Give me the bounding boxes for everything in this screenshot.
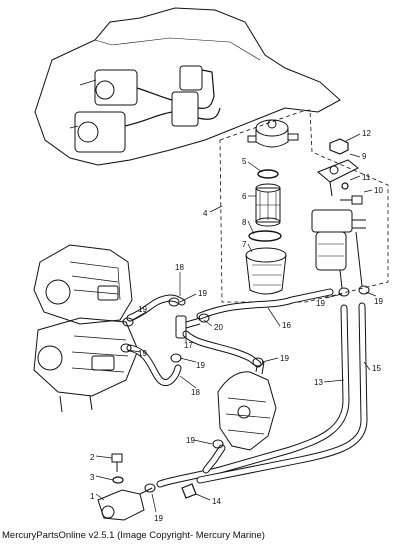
callout-1: 1 <box>90 492 95 501</box>
callout-19a: 19 <box>198 289 207 298</box>
t-fitting-17 <box>175 315 201 339</box>
o-ring-5 <box>257 169 279 179</box>
filter-bowl <box>245 247 287 295</box>
screw-2 <box>111 453 123 472</box>
callout-5: 5 <box>242 157 247 166</box>
hose-clip-14 <box>181 483 197 499</box>
assembled-fuel-filter <box>311 209 366 289</box>
callout-19e: 19 <box>280 354 289 363</box>
filter-assembly-group-outline <box>219 109 389 303</box>
callout-15: 15 <box>372 364 381 373</box>
hose-clamps <box>120 285 370 493</box>
mounting-bracket <box>317 159 359 197</box>
callout-16: 16 <box>282 321 291 330</box>
callout-19i: 19 <box>374 297 383 306</box>
fuel-hoses <box>126 288 368 488</box>
callout-10: 10 <box>374 186 383 195</box>
callout-8: 8 <box>242 218 247 227</box>
callout-4: 4 <box>203 209 208 218</box>
callout-9: 9 <box>362 152 367 161</box>
fuel-connector <box>97 487 153 521</box>
callout-3: 3 <box>90 473 95 482</box>
copyright-caption: MercuryPartsOnline v2.5.1 (Image Copyrig… <box>2 530 265 541</box>
callout-20: 20 <box>214 323 223 332</box>
callout-14: 14 <box>212 497 221 506</box>
callout-labels: 1 2 3 4 5 6 7 8 9 10 11 12 13 14 15 16 1… <box>90 129 383 523</box>
engine-overview-illustration <box>34 7 341 166</box>
callout-18a: 18 <box>175 263 184 272</box>
filter-element <box>255 183 281 227</box>
powerhead-illustration <box>33 244 139 413</box>
callout-19d: 19 <box>196 361 205 370</box>
callout-19g: 19 <box>154 514 163 523</box>
washer-11 <box>341 182 349 190</box>
callout-leaders <box>95 133 377 513</box>
callout-6: 6 <box>242 192 247 201</box>
fuel-pump-illustration <box>217 359 277 451</box>
callout-18b: 18 <box>191 388 200 397</box>
nut-12 <box>329 138 349 155</box>
callout-2: 2 <box>90 453 95 462</box>
bolt-10 <box>340 195 363 205</box>
filter-cap <box>247 119 299 148</box>
callout-17: 17 <box>184 341 193 350</box>
callout-19c: 19 <box>138 349 147 358</box>
washer-3 <box>112 476 124 484</box>
callout-7: 7 <box>242 240 247 249</box>
callout-19h: 19 <box>316 299 325 308</box>
callout-19b: 19 <box>138 305 147 314</box>
gasket-8 <box>248 230 282 242</box>
callout-19f: 19 <box>186 436 195 445</box>
callout-12: 12 <box>362 129 371 138</box>
callout-13: 13 <box>314 378 323 387</box>
callout-11: 11 <box>362 173 371 182</box>
